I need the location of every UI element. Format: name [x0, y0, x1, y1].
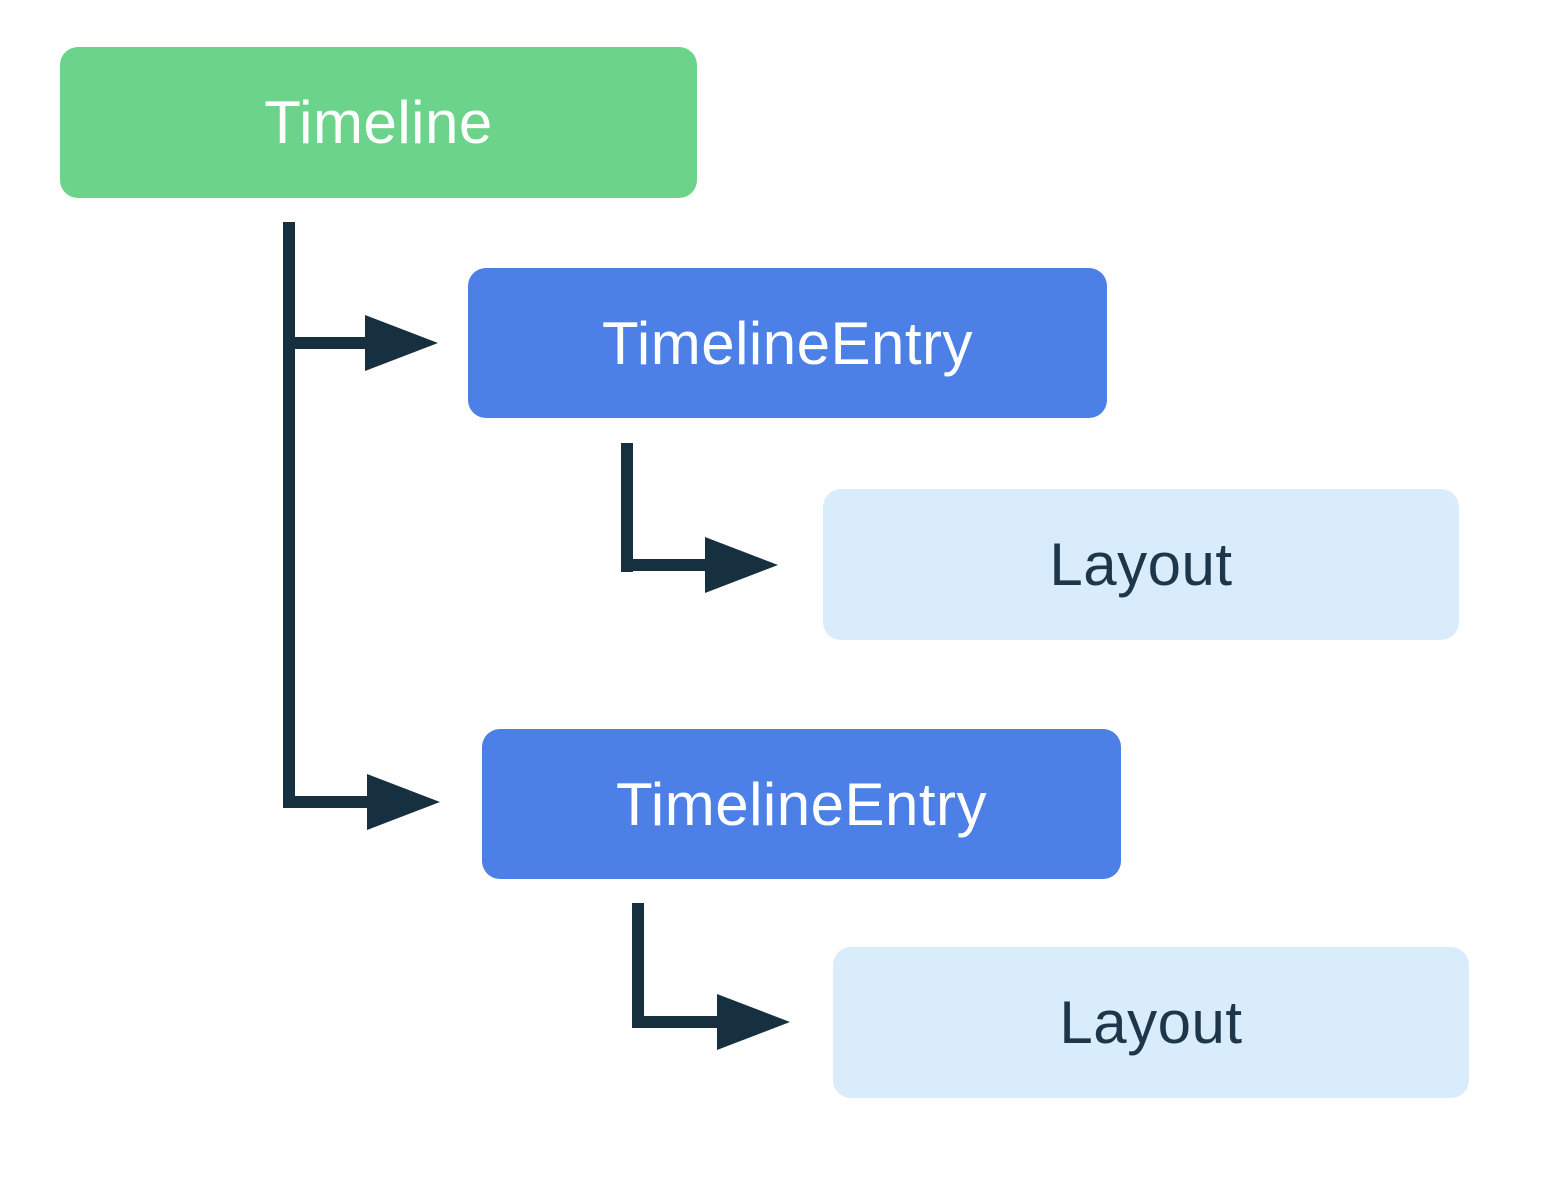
timeline-entry-node-1-label: TimelineEntry	[601, 309, 974, 377]
timeline-entry-node-2-label: TimelineEntry	[615, 770, 988, 838]
connector-entry1-elbow-vertical	[621, 443, 633, 572]
timeline-entry-node-1: TimelineEntry	[468, 268, 1107, 418]
connector-entry1-elbow-horizontal	[621, 559, 705, 571]
connector-branch2-horizontal	[283, 796, 368, 808]
arrowhead-branch2	[367, 774, 440, 830]
connector-trunk-vertical	[283, 222, 295, 808]
connector-entry2-elbow-horizontal	[632, 1016, 717, 1028]
arrowhead-entry1-child	[705, 537, 778, 593]
connector-entry2-elbow-vertical	[632, 903, 644, 1028]
layout-node-2-label: Layout	[1059, 989, 1243, 1056]
arrowhead-entry2-child	[717, 994, 790, 1050]
timeline-entry-node-2: TimelineEntry	[482, 729, 1121, 879]
layout-node-1-label: Layout	[1049, 531, 1233, 598]
arrowhead-branch1	[365, 315, 438, 371]
layout-node-1: Layout	[823, 489, 1459, 640]
timeline-node-label: Timeline	[264, 89, 493, 156]
connector-branch1-horizontal	[283, 337, 368, 349]
timeline-node: Timeline	[60, 47, 697, 198]
layout-node-2: Layout	[833, 947, 1469, 1098]
